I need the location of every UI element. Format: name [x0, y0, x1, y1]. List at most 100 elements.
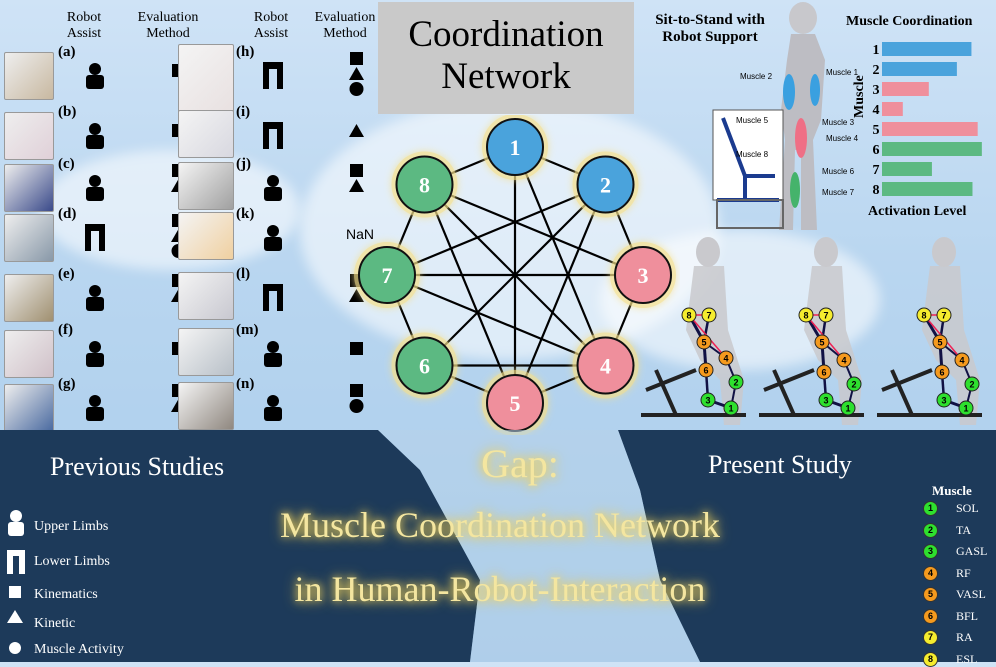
chart-tick-label: 2 — [873, 63, 880, 78]
network-edge — [386, 183, 606, 277]
network-edge — [386, 273, 606, 367]
legend-kinematics: Kinematics — [34, 587, 98, 602]
title-line: Network — [441, 56, 571, 97]
chart-tick-label: 6 — [873, 143, 880, 158]
upper-limbs-icon — [264, 353, 282, 367]
network-node: 3 — [610, 242, 676, 308]
muscle-node — [798, 307, 814, 323]
header-evaluation-method: Evaluation Method — [314, 10, 376, 41]
muscle-activity-icon — [349, 82, 364, 96]
upper-limbs-icon — [89, 395, 101, 407]
head-shape — [932, 237, 956, 267]
kinematics-icon — [350, 52, 363, 65]
node-label: 5 — [510, 391, 521, 416]
legend-kinetic: Kinetic — [34, 616, 76, 631]
study-thumbnail — [4, 384, 54, 432]
chart-title: Muscle Coordination — [846, 14, 973, 29]
muscle-node — [723, 400, 739, 416]
muscle-node — [958, 400, 974, 416]
upper-limbs-icon — [267, 175, 279, 187]
gap-panel-bg — [378, 430, 700, 662]
network-node: 5 — [482, 370, 548, 435]
lower-limbs-icon — [263, 284, 283, 311]
muscle-node-label: 4 — [841, 356, 846, 366]
muscle-name: RF — [956, 565, 971, 580]
kinetic-icon — [7, 610, 23, 623]
muscle-node-label: 2 — [969, 380, 974, 390]
muscle-node — [934, 364, 950, 380]
node-circle — [395, 336, 454, 395]
legend-symbols — [7, 510, 25, 654]
legend-muscle-activity: Muscle Activity — [34, 642, 124, 657]
muscle-node — [816, 364, 832, 380]
muscle-label: Muscle 6 — [822, 167, 855, 176]
study-label: (a) — [58, 44, 76, 60]
kinematics-icon — [350, 384, 363, 397]
study-thumbnail — [178, 382, 234, 430]
node-label: 7 — [382, 263, 393, 288]
chart-bar — [882, 42, 972, 56]
muscle-node — [814, 334, 830, 350]
gap-line: Muscle Coordination Network — [280, 505, 720, 545]
muscle-node-label: 8 — [803, 311, 808, 321]
study-label: (d) — [58, 206, 77, 222]
muscle-node-label: 3 — [823, 396, 828, 406]
muscle-name: ESL — [956, 651, 978, 666]
gap-line: in Human-Robot-Interaction — [294, 569, 706, 609]
chart-tick-label: 7 — [873, 163, 880, 178]
muscle-number-badge: 1 — [923, 501, 938, 516]
network-node: 4 — [572, 332, 639, 399]
upper-limbs-icon — [267, 225, 279, 237]
study-label: (i) — [236, 104, 251, 120]
study-thumbnail — [4, 112, 54, 160]
chart-bar — [882, 62, 957, 76]
upper-limbs-icon — [264, 407, 282, 421]
legend-lower-limbs: Lower Limbs — [34, 554, 110, 569]
study-row-icons — [86, 63, 185, 89]
lower-limbs-icon — [263, 122, 283, 149]
muscle-node-label: 4 — [959, 356, 964, 366]
muscle-node-label: 1 — [963, 404, 968, 414]
muscle-label: Muscle 1 — [826, 68, 859, 77]
muscle-node — [916, 307, 932, 323]
header-robot-assist: Robot Assist — [253, 10, 289, 41]
muscle-number-badge: 7 — [923, 630, 938, 645]
coordination-network-title: Coordination Network — [378, 2, 634, 114]
muscle-node — [700, 392, 716, 408]
muscle-number-badge: 4 — [923, 565, 938, 581]
kinetic-icon — [349, 289, 364, 302]
network-node: 7 — [354, 242, 420, 308]
network-edge — [513, 146, 607, 366]
muscle-node-label: 4 — [723, 354, 728, 364]
upper-limbs-icon — [267, 395, 279, 407]
chart-tick-label: 3 — [873, 83, 880, 98]
muscle-label: Muscle 5 — [736, 116, 769, 125]
study-row-icons — [263, 52, 364, 96]
title-line: Coordination — [408, 14, 604, 55]
muscle-node-label: 7 — [941, 311, 946, 321]
muscle-name: RA — [956, 630, 973, 644]
upper-limbs-icon — [89, 341, 101, 353]
muscle-label: Muscle 3 — [822, 118, 855, 127]
muscle-node-label: 6 — [939, 368, 944, 378]
muscle-name: BFL — [956, 608, 979, 623]
muscle-node — [936, 307, 952, 323]
lower-limbs-icon — [7, 550, 25, 574]
muscle-node-label: 2 — [851, 380, 856, 390]
head-shape — [696, 237, 720, 267]
chart-bar — [882, 122, 978, 136]
kinetic-icon — [349, 179, 364, 192]
bottom-panel — [0, 430, 996, 662]
muscle-label: Muscle 4 — [826, 134, 859, 143]
study-row-icons — [264, 164, 364, 201]
header-evaluation-method: Evaluation Method — [137, 10, 199, 41]
study-label: (e) — [58, 266, 75, 282]
muscle-node-label: 7 — [823, 311, 828, 321]
study-thumbnail — [4, 330, 54, 378]
kinetic-icon — [349, 67, 364, 80]
node-circle — [576, 155, 635, 214]
muscle-number-badge: 6 — [923, 608, 938, 624]
